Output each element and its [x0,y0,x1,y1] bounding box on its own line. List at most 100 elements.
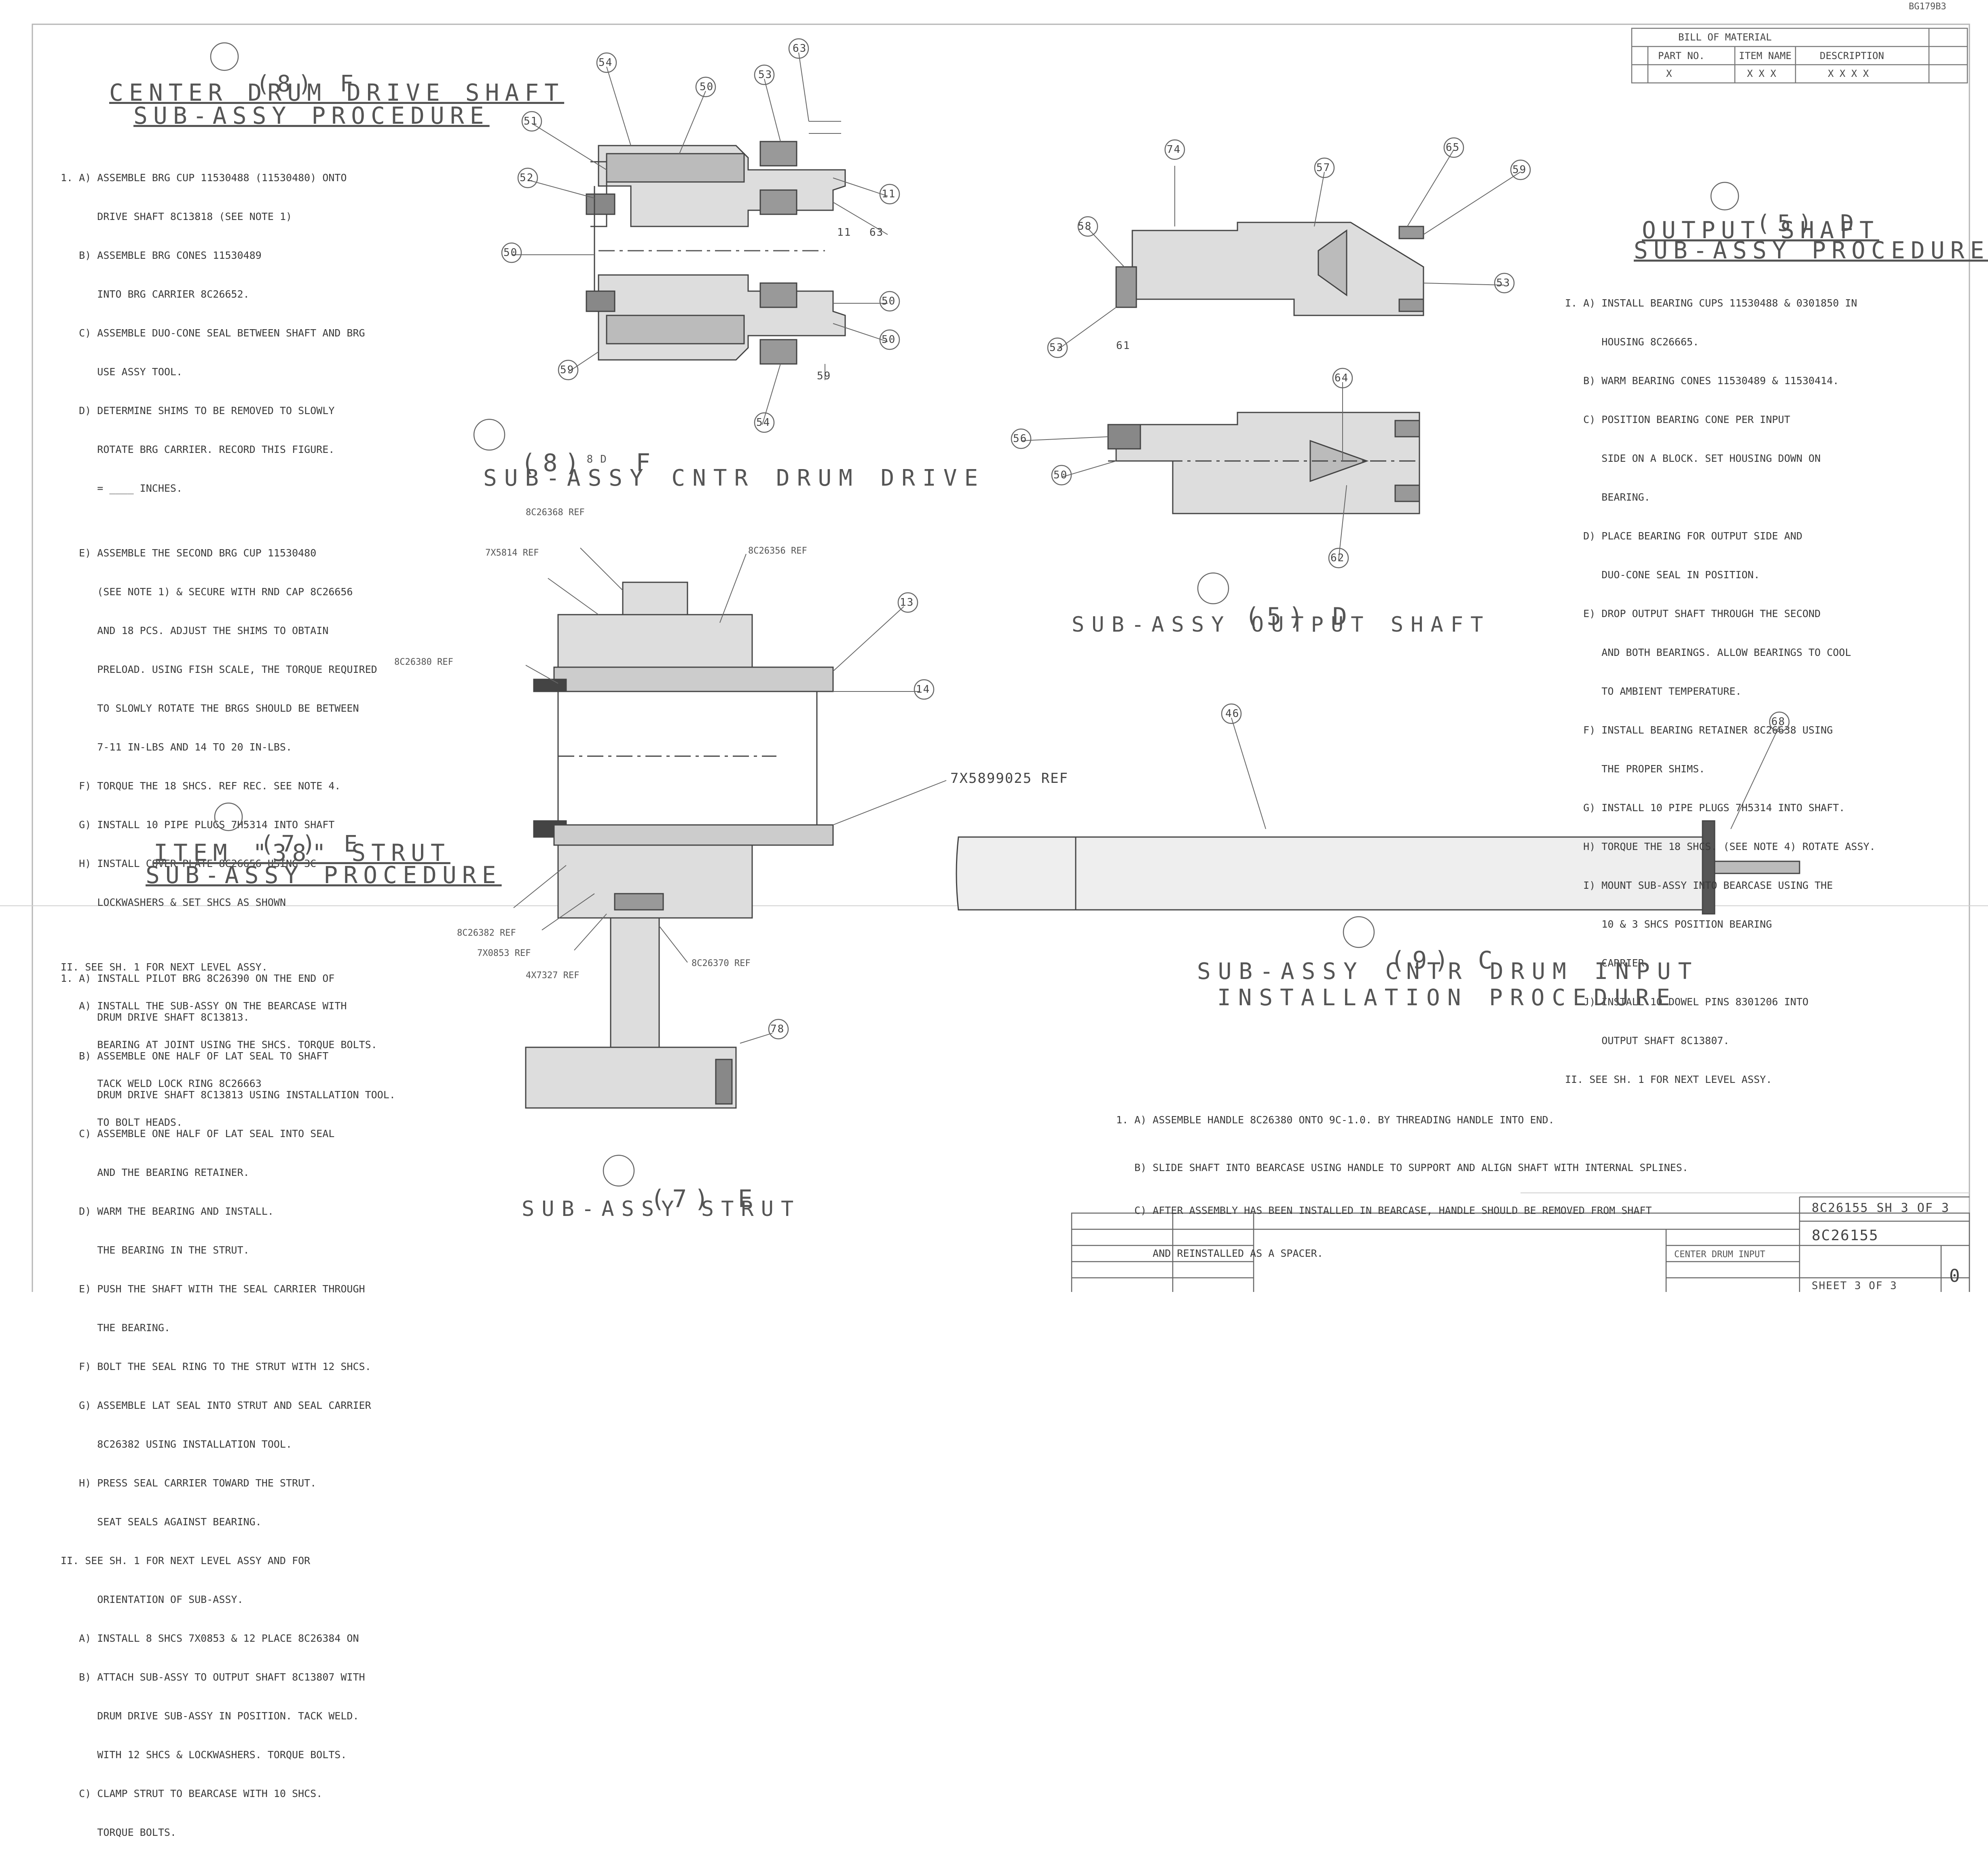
proc-line: II. SEE SH. 1 FOR NEXT LEVEL ASSY. [61,961,268,973]
proc-line: AND REINSTALLED AS A SPACER. [1116,1247,1323,1259]
balloon-f-8: 11 [837,226,852,239]
proc-line: C) AFTER ASSEMBLY HAS BEEN INSTALLED IN … [1116,1205,1652,1216]
proc-line: D) WARM THE BEARING AND INSTALL. [61,1205,274,1217]
proc-line: 8C26382 USING INSTALLATION TOOL. [61,1438,292,1450]
balloon-f-7: 11 [882,188,896,200]
bom-row-item-name: X X X [1747,68,1777,79]
section-e-caption-num: 7 [672,1185,694,1213]
bom-header-part-no: PART NO. [1658,50,1705,61]
section-d-title-line1: OUTPUT SHAFT [1642,216,1880,244]
balloon-d-2: 65 [1446,142,1460,154]
proc-line: E) DROP OUTPUT SHAFT THROUGH THE SECOND [1565,608,1821,619]
section-c-heading-letter: C [1478,946,1500,975]
title-block [1071,1196,1970,1292]
sheet-corner-id: BG179B3 [1909,2,1946,12]
proc-line: (SEE NOTE 1) & SECURE WITH RND CAP 8C266… [61,586,353,598]
proc-line: AND 18 PCS. ADJUST THE SHIMS TO OBTAIN [61,625,329,636]
title-block-sheet: SHEET 3 OF 3 [1812,1280,1897,1292]
proc-line: H) INSTALL COVER PLATE 8C26656 USING 3C [61,858,317,869]
balloon-d-9: 56 [1013,433,1028,445]
cntr-drum-drive-drawing [512,52,888,425]
title-block-dwg-no: 8C26155 [1812,1227,1879,1244]
section-f-caption-text: SUB-ASSY CNTR DRUM DRIVE [483,465,986,491]
strut-ref-0: 8C26368 REF [526,507,585,518]
proc-line: C) ASSEMBLE DUO-CONE SEAL BETWEEN SHAFT … [61,327,365,339]
proc-line: F) TORQUE THE 18 SHCS. REF REC. SEE NOTE… [61,780,341,792]
section-f-heading: (8) F [256,71,361,97]
bom-row-part-no: X [1666,68,1672,79]
proc-line: A) INSTALL THE SUB-ASSY ON THE BEARCASE … [61,1000,347,1012]
proc-line: AND BOTH BEARINGS. ALLOW BEARINGS TO COO… [1565,647,1851,658]
balloon-d-8: 64 [1334,372,1349,384]
balloon-f-5: 52 [520,172,534,184]
proc-line: USE ASSY TOOL. [61,366,183,378]
section-e-caption-text: SUB-ASSY STRUT [522,1197,801,1221]
balloon-f-2: 53 [758,69,773,81]
strut-ref-7: 8C26370 REF [692,958,751,968]
section-c-procedure: 1. A) ASSEMBLE HANDLE 8C26380 ONTO 9C-1.… [1116,1088,1688,1273]
proc-line: DUO-CONE SEAL IN POSITION. [1565,569,1760,581]
section-f-caption-num: 8 [543,449,565,477]
strut-ref-1: 7X5814 REF [485,548,539,558]
proc-line: B) ASSEMBLE ONE HALF OF LAT SEAL TO SHAF… [61,1050,329,1062]
bill-of-material-table [1631,27,1968,84]
section-d-procedure: I. A) INSTALL BEARING CUPS 11530488 & 03… [1565,271,1876,1099]
output-shaft-drawing [1021,149,1521,560]
proc-line: G) INSTALL 10 PIPE PLUGS 7H5314 INTO SHA… [61,819,335,831]
proc-line: HOUSING 8C26665. [1565,336,1699,348]
balloon-f-13: 59 [817,370,831,382]
balloon-d-4: 58 [1078,220,1092,233]
balloon-d-0: 74 [1167,144,1181,156]
strut-ref-4: 8C26382 REF [457,928,516,938]
bom-header-item-name: ITEM NAME [1739,50,1792,61]
proc-line: CARRIER. [1565,957,1650,969]
balloon-e-2: 78 [770,1023,785,1035]
proc-line: INTO BRG CARRIER 8C26652. [61,288,250,300]
section-d-heading-letter: D [1840,210,1861,237]
proc-line: G) INSTALL 10 PIPE PLUGS 7H5314 INTO SHA… [1565,802,1845,814]
section-e-caption: (7) E [650,1185,760,1213]
proc-line: THE BEARING IN THE STRUT. [61,1244,250,1256]
section-e-heading-letter: E [344,831,365,857]
section-c-heading-num: 9 [1412,946,1434,975]
proc-line: SIDE ON A BLOCK. SET HOUSING DOWN ON [1565,452,1821,464]
balloon-f-1: 50 [700,81,714,93]
proc-line: SEAT SEALS AGAINST BEARING. [61,1516,262,1528]
section-f-procedure: 1. A) ASSEMBLE BRG CUP 11530488 (1153048… [61,146,377,1142]
section-e-heading: (7) E [260,831,365,857]
proc-line: B) SLIDE SHAFT INTO BEARCASE USING HANDL… [1116,1162,1688,1173]
proc-line: BEARING AT JOINT USING THE SHCS. TORQUE … [61,1039,377,1051]
section-e-procedure: 1. A) INSTALL PILOT BRG 8C26390 ON THE E… [61,946,395,1852]
proc-line: 1. A) INSTALL PILOT BRG 8C26390 ON THE E… [61,973,335,984]
proc-line: TORQUE BOLTS. [61,1827,176,1838]
proc-line: 10 & 3 SHCS POSITION BEARING [1565,918,1772,930]
proc-line: DRUM DRIVE SHAFT 8C13813. [61,1011,250,1023]
balloon-f-4: 51 [524,115,538,127]
balloon-d-3: 59 [1512,164,1527,176]
strut-ref-5: 7X0853 REF [477,948,531,958]
sheet-border [32,23,1970,1292]
title-block-dwg-title: CENTER DRUM INPUT [1674,1249,1766,1260]
bom-title: BILL OF MATERIAL [1678,32,1772,43]
proc-line: OUTPUT SHAFT 8C13807. [1565,1035,1730,1047]
balloon-d-1: 57 [1316,162,1331,174]
proc-line: II. SEE SH. 1 FOR NEXT LEVEL ASSY AND FO… [61,1555,311,1567]
cntr-drum-input-drawing [956,717,1800,915]
balloon-e-1: 14 [916,683,931,696]
proc-line: E) ASSEMBLE THE SECOND BRG CUP 11530480 [61,547,317,559]
proc-line: B) WARM BEARING CONES 11530489 & 1153041… [1565,375,1839,387]
proc-line: DRIVE SHAFT 8C13818 (SEE NOTE 1) [61,211,292,222]
balloon-f-12: 59 [560,364,575,376]
title-block-sheet-ref: 8C26155 SH 3 OF 3 [1812,1201,1950,1215]
strut-ref-8: 7X5899025 REF [950,770,1069,786]
balloon-c-0: 46 [1225,708,1240,720]
proc-line: F) INSTALL BEARING RETAINER 8C26638 USIN… [1565,724,1833,736]
engineering-drawing-sheet [0,23,1988,1292]
balloon-c-1: 68 [1771,716,1786,728]
balloon-f-3: 63 [793,42,807,55]
proc-line: BEARING. [1565,491,1650,503]
balloon-d-7: 61 [1116,340,1131,352]
proc-line: J) INSTALL 10 DOWEL PINS 8301206 INTO [1565,996,1809,1008]
balloon-d-10: 50 [1053,469,1068,481]
proc-line: G) ASSEMBLE LAT SEAL INTO STRUT AND SEAL… [61,1400,371,1411]
